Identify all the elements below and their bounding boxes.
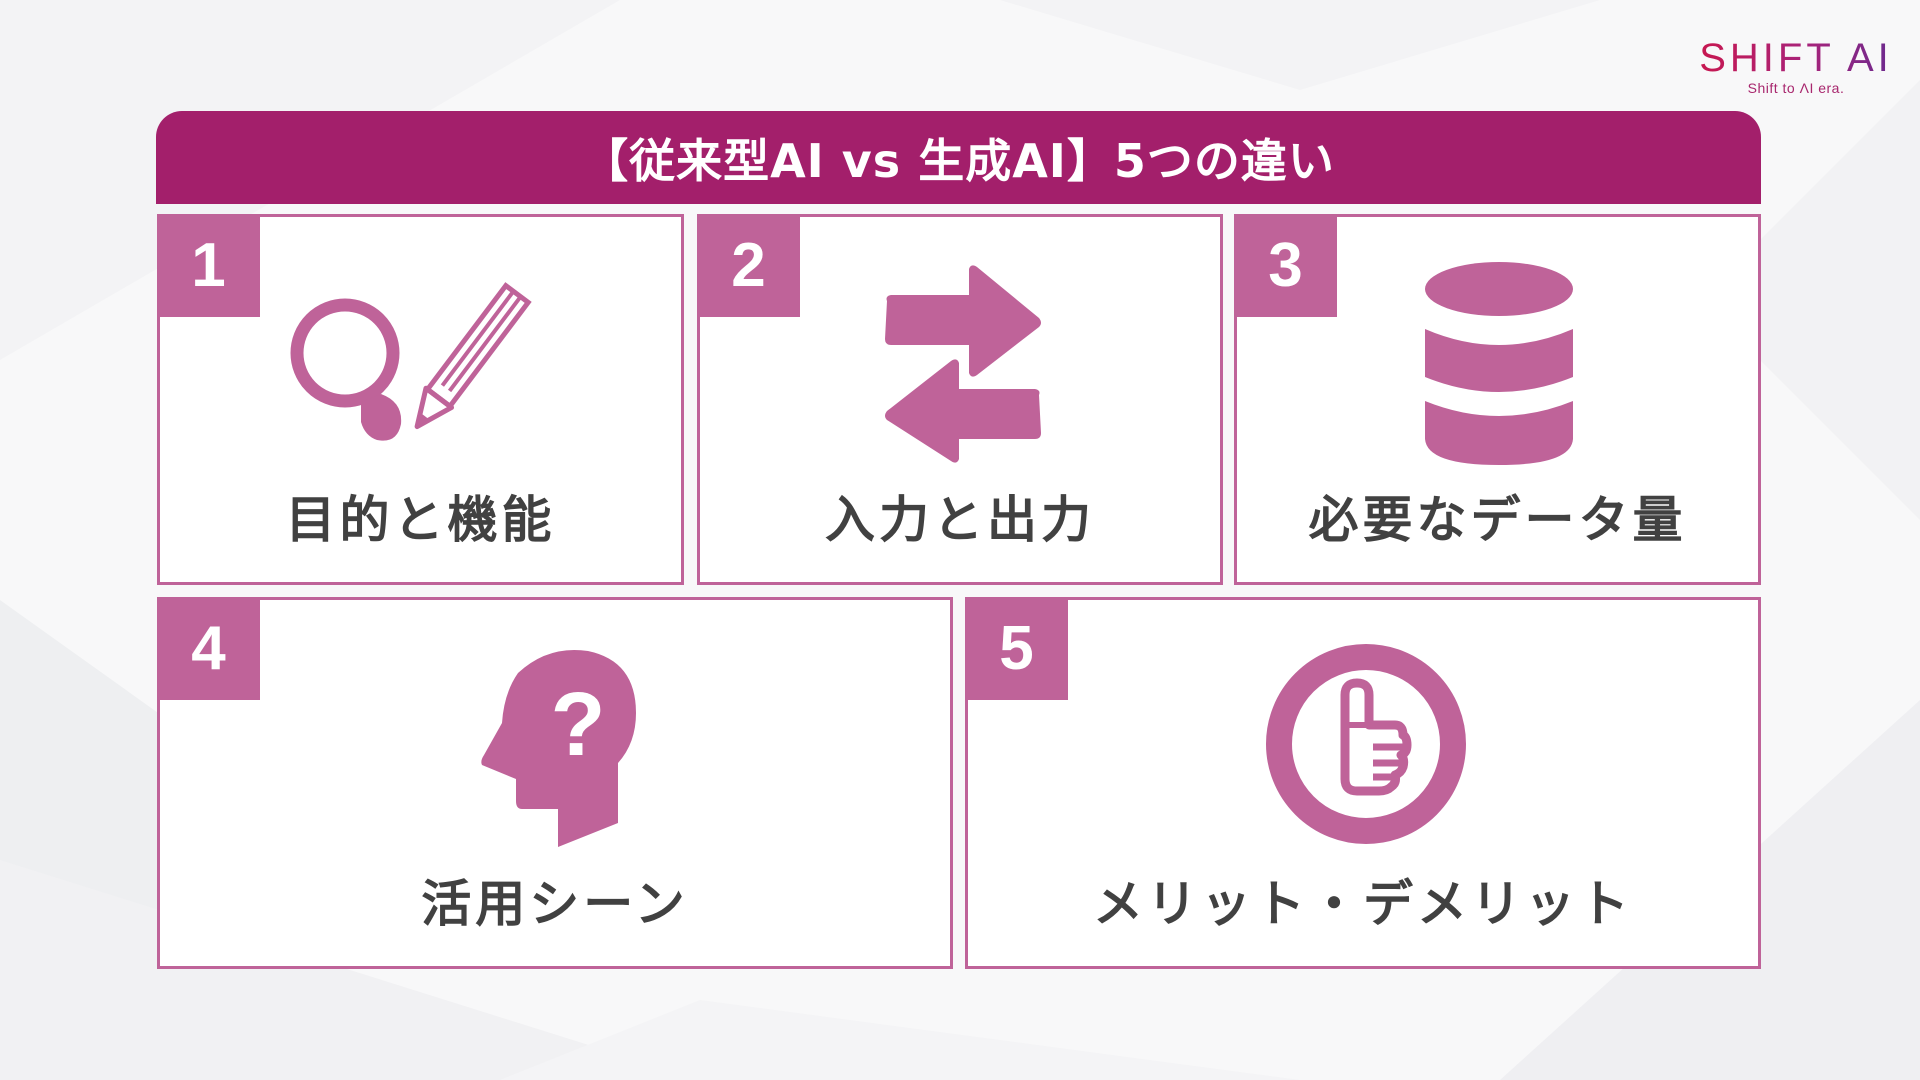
- card-pros-cons: 5 メリット・デメリット: [965, 597, 1761, 969]
- card-label: 目的と機能: [285, 491, 556, 549]
- head-question-icon: ?: [481, 649, 636, 847]
- card-use-cases: 4 ? 活用シーン: [157, 597, 953, 969]
- brand-name: SHIFT AI: [1696, 36, 1896, 80]
- card-purpose-function: 1 目的と機能: [157, 214, 684, 585]
- brand-logo: SHIFT AI Shift to ΛI era.: [1696, 36, 1896, 96]
- database-icon: [1425, 262, 1573, 465]
- card-label: 入力と出力: [825, 491, 1095, 549]
- card-input-output: 2 入力と出力: [697, 214, 1223, 585]
- card-label: 必要なデータ量: [1308, 491, 1687, 549]
- card-number-badge: 1: [157, 214, 260, 317]
- thumbs-up-circle-icon: [1266, 644, 1466, 844]
- card-number-badge: 3: [1234, 214, 1337, 317]
- card-number-badge: 4: [157, 597, 260, 700]
- page-title: 【従来型AI vs 生成AI】5つの違い: [582, 133, 1335, 188]
- card-data-volume: 3 必要なデータ量: [1234, 214, 1761, 585]
- card-label: メリット・デメリット: [1093, 875, 1633, 933]
- exchange-arrows-icon: [885, 265, 1041, 463]
- magnifier-and-pencil-icon: [290, 282, 532, 441]
- title-banner: 【従来型AI vs 生成AI】5つの違い: [156, 111, 1761, 204]
- card-number-badge: 2: [697, 214, 800, 317]
- card-label: 活用シーン: [421, 875, 689, 933]
- brand-tagline: Shift to ΛI era.: [1747, 80, 1845, 96]
- card-number-badge: 5: [965, 597, 1068, 700]
- svg-text:?: ?: [551, 675, 606, 775]
